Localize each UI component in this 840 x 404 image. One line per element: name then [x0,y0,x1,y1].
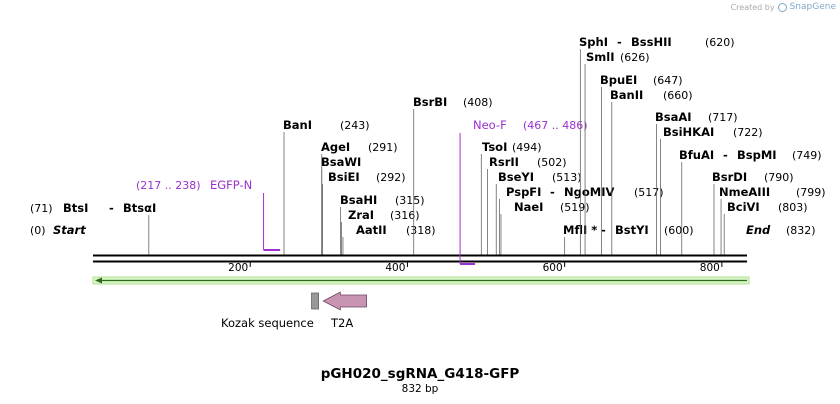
kozak-feature [311,292,319,310]
enzyme-name: BanII [610,88,643,102]
enzyme-name: BsaAI [655,110,692,124]
enzyme-name: BtsI [63,201,88,215]
enzyme-position: (722) [733,126,763,139]
sequence-ends: (0) Start End (832) [30,223,816,237]
primer-range: (467 .. 486) [523,119,588,132]
enzyme-name: SmlI [586,50,615,64]
primer-range: (217 .. 238) [136,179,201,192]
enzyme-position: (660) [663,89,693,102]
enzyme-name: BsiHKAI [663,125,714,139]
enzyme-name: ZraI [348,208,374,222]
sequence-backbone [93,254,747,263]
enzyme-separator: - [601,223,606,237]
enzyme-name: BanI [283,118,312,132]
start-label: Start [53,223,86,237]
enzyme-position: (71) [30,202,53,215]
primers: (217 .. 238) EGFP-N (467 .. 486) Neo-F [136,118,588,265]
enzyme-name-2: BtsαI [123,201,156,215]
plasmid-name: pGH020_sgRNA_G418-GFP [321,366,520,382]
enzyme-name-2: BspMI [737,148,777,162]
enzyme-position: (318) [406,224,436,237]
enzyme-name: TsoI [482,140,507,154]
enzyme-separator: - [617,35,622,49]
enzyme-position: (315) [395,194,425,207]
enzyme-position: (803) [778,201,808,214]
enzyme-position: (717) [708,111,738,124]
enzyme-name: AatII [356,223,387,237]
end-position: (832) [786,224,816,237]
tick-label: 200 [228,262,248,274]
enzyme-position: (790) [764,171,794,184]
enzyme-position: (408) [463,96,493,109]
enzyme-name: RsrII [489,155,519,169]
enzyme-name: BfuAI [679,148,714,162]
end-label: End [746,223,771,237]
plasmid-length: 832 bp [402,383,439,395]
credit-brand: SnapGene [789,2,836,12]
enzyme-name: AgeI [321,140,350,154]
primer-name: EGFP-N [210,178,252,192]
enzyme-position: (494) [512,141,542,154]
enzyme-position: (620) [705,36,735,49]
enzyme-position: (517) [634,186,664,199]
tick-label: 600 [543,262,563,274]
enzyme-position: (600) [664,224,694,237]
snapgene-logo-icon [777,2,787,12]
orf-arrowhead [95,277,102,284]
enzyme-position: (647) [653,74,683,87]
t2a-feature-arrow [322,291,367,311]
tick-label: 400 [385,262,405,274]
enzyme-separator: - [109,201,114,215]
enzyme-name: SphI [579,35,608,49]
credit-prefix: Created by [730,2,775,12]
enzyme-name: BpuEI [600,73,637,87]
enzyme-position: (626) [620,51,650,64]
enzyme-position: (513) [552,171,582,184]
start-position: (0) [30,224,46,237]
enzyme-name-2: BssHII [631,35,672,49]
enzyme-name: BsrDI [712,170,747,184]
enzyme-position: (292) [376,171,406,184]
enzyme-name: BsaHI [340,193,377,207]
enzyme-name: BciVI [727,200,760,214]
enzyme-position: (519) [560,201,590,214]
snapgene-credit: Created by SnapGene [731,2,836,12]
enzyme-name: NmeAIII [719,185,770,199]
enzyme-name: BsaWI [321,155,361,169]
enzyme-position: (502) [537,156,567,169]
enzyme-position: (291) [368,141,398,154]
ruler-ticks: 200 400 600 800 [228,262,723,274]
enzyme-position: (316) [390,209,420,222]
enzyme-separator: - [550,185,555,199]
enzyme-name: BseYI [498,170,534,184]
features: Kozak sequence T2A [221,291,367,330]
orf-arrow [92,276,750,285]
primer-name: Neo-F [473,118,507,132]
enzyme-position: (243) [340,119,370,132]
kozak-label: Kozak sequence [221,316,314,330]
enzyme-name-2: BstYI [615,223,649,237]
enzyme-name: PspFI [506,185,541,199]
enzyme-position: (749) [792,149,822,162]
enzyme-name-2: NgoMIV [564,185,614,199]
tick-label: 800 [700,262,720,274]
enzyme-position: (799) [796,186,826,199]
restriction-sites: BtsI-BtsαI(71)BanI(243)AgeI(291)BsaWIBsi… [30,35,826,255]
enzyme-name: BsiEI [328,170,360,184]
t2a-label: T2A [330,316,353,330]
enzyme-separator: - [723,148,728,162]
enzyme-name: BsrBI [413,95,447,109]
enzyme-name: NaeI [514,200,543,214]
